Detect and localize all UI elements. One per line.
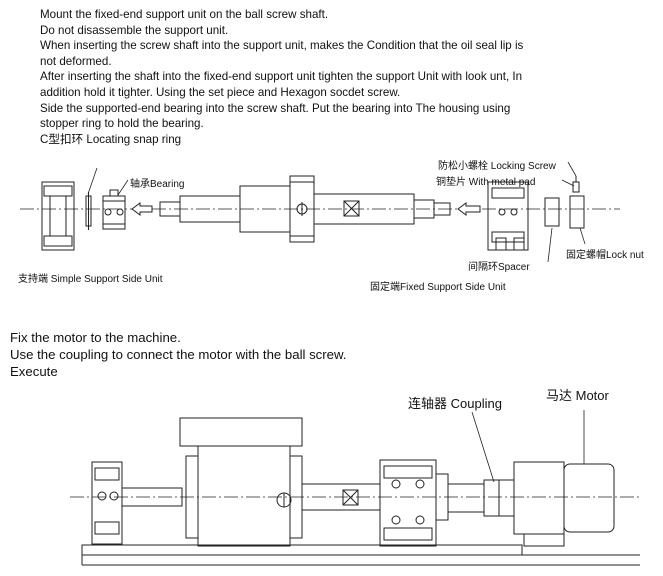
instruction-line: Do not disassemble the support unit. [40,23,229,37]
lock-nut [569,176,585,229]
instruction-line: After inserting the shaft into the fixed… [40,70,523,84]
coupling-bottom [447,479,515,517]
table-block [179,417,303,547]
instruction-list-bottom: Fix the motor to the machine. Use the co… [10,330,346,380]
spacer-label: 间隔环Spacer [468,262,530,273]
simple-support-housing [41,181,75,251]
snap-ring-label: C型扣环 Locating snap ring [40,132,182,146]
instruction-line: When inserting the screw shaft into the … [40,39,524,53]
spacer [544,197,560,227]
motor-bottom [513,461,615,547]
instruction-list-top: Mount the fixed-end support unit on the … [40,7,640,147]
motor-label: 马达 Motor [546,388,609,403]
instruction-line: stopper ring to hold the bearing. [40,117,204,131]
coupling-label: 连轴器 Coupling [408,396,502,411]
instruction-line: Fix the motor to the machine. [10,330,181,345]
simple-support-unit-bottom [91,461,183,545]
fixed-support-housing [487,181,529,251]
arrow-left-top [131,202,153,216]
instruction-line: addition hold it tighter. Using the set … [40,85,401,99]
bearing-label: 轴承Bearing [130,179,185,190]
fixed-support-unit-bottom [379,459,449,547]
bearing-left [102,189,126,230]
instruction-line: Mount the fixed-end support unit on the … [40,8,329,21]
arrow-left-top-2 [457,202,481,216]
lock-nut-label: 固定螺帽Lock nut [566,250,644,261]
instruction-line: Use the coupling to connect the motor wi… [10,346,347,362]
ball-screw-shaft-top [159,175,451,243]
instruction-line: Execute [10,363,58,379]
snap-ring [85,192,92,230]
simple-support-label: 支持端 Simple Support Side Unit [18,274,163,285]
shaft-square-mark [342,489,359,506]
fixed-support-label: 固定端Fixed Support Side Unit [370,282,506,293]
machine-base [81,544,640,566]
instruction-line: not deformed. [40,54,112,68]
metal-pad-label: 铜垫片 With metal pad [436,177,536,188]
locking-screw-label: 防松小螺栓 Locking Screw [438,161,556,172]
instruction-line: Side the supported-end bearing into the … [40,101,511,115]
